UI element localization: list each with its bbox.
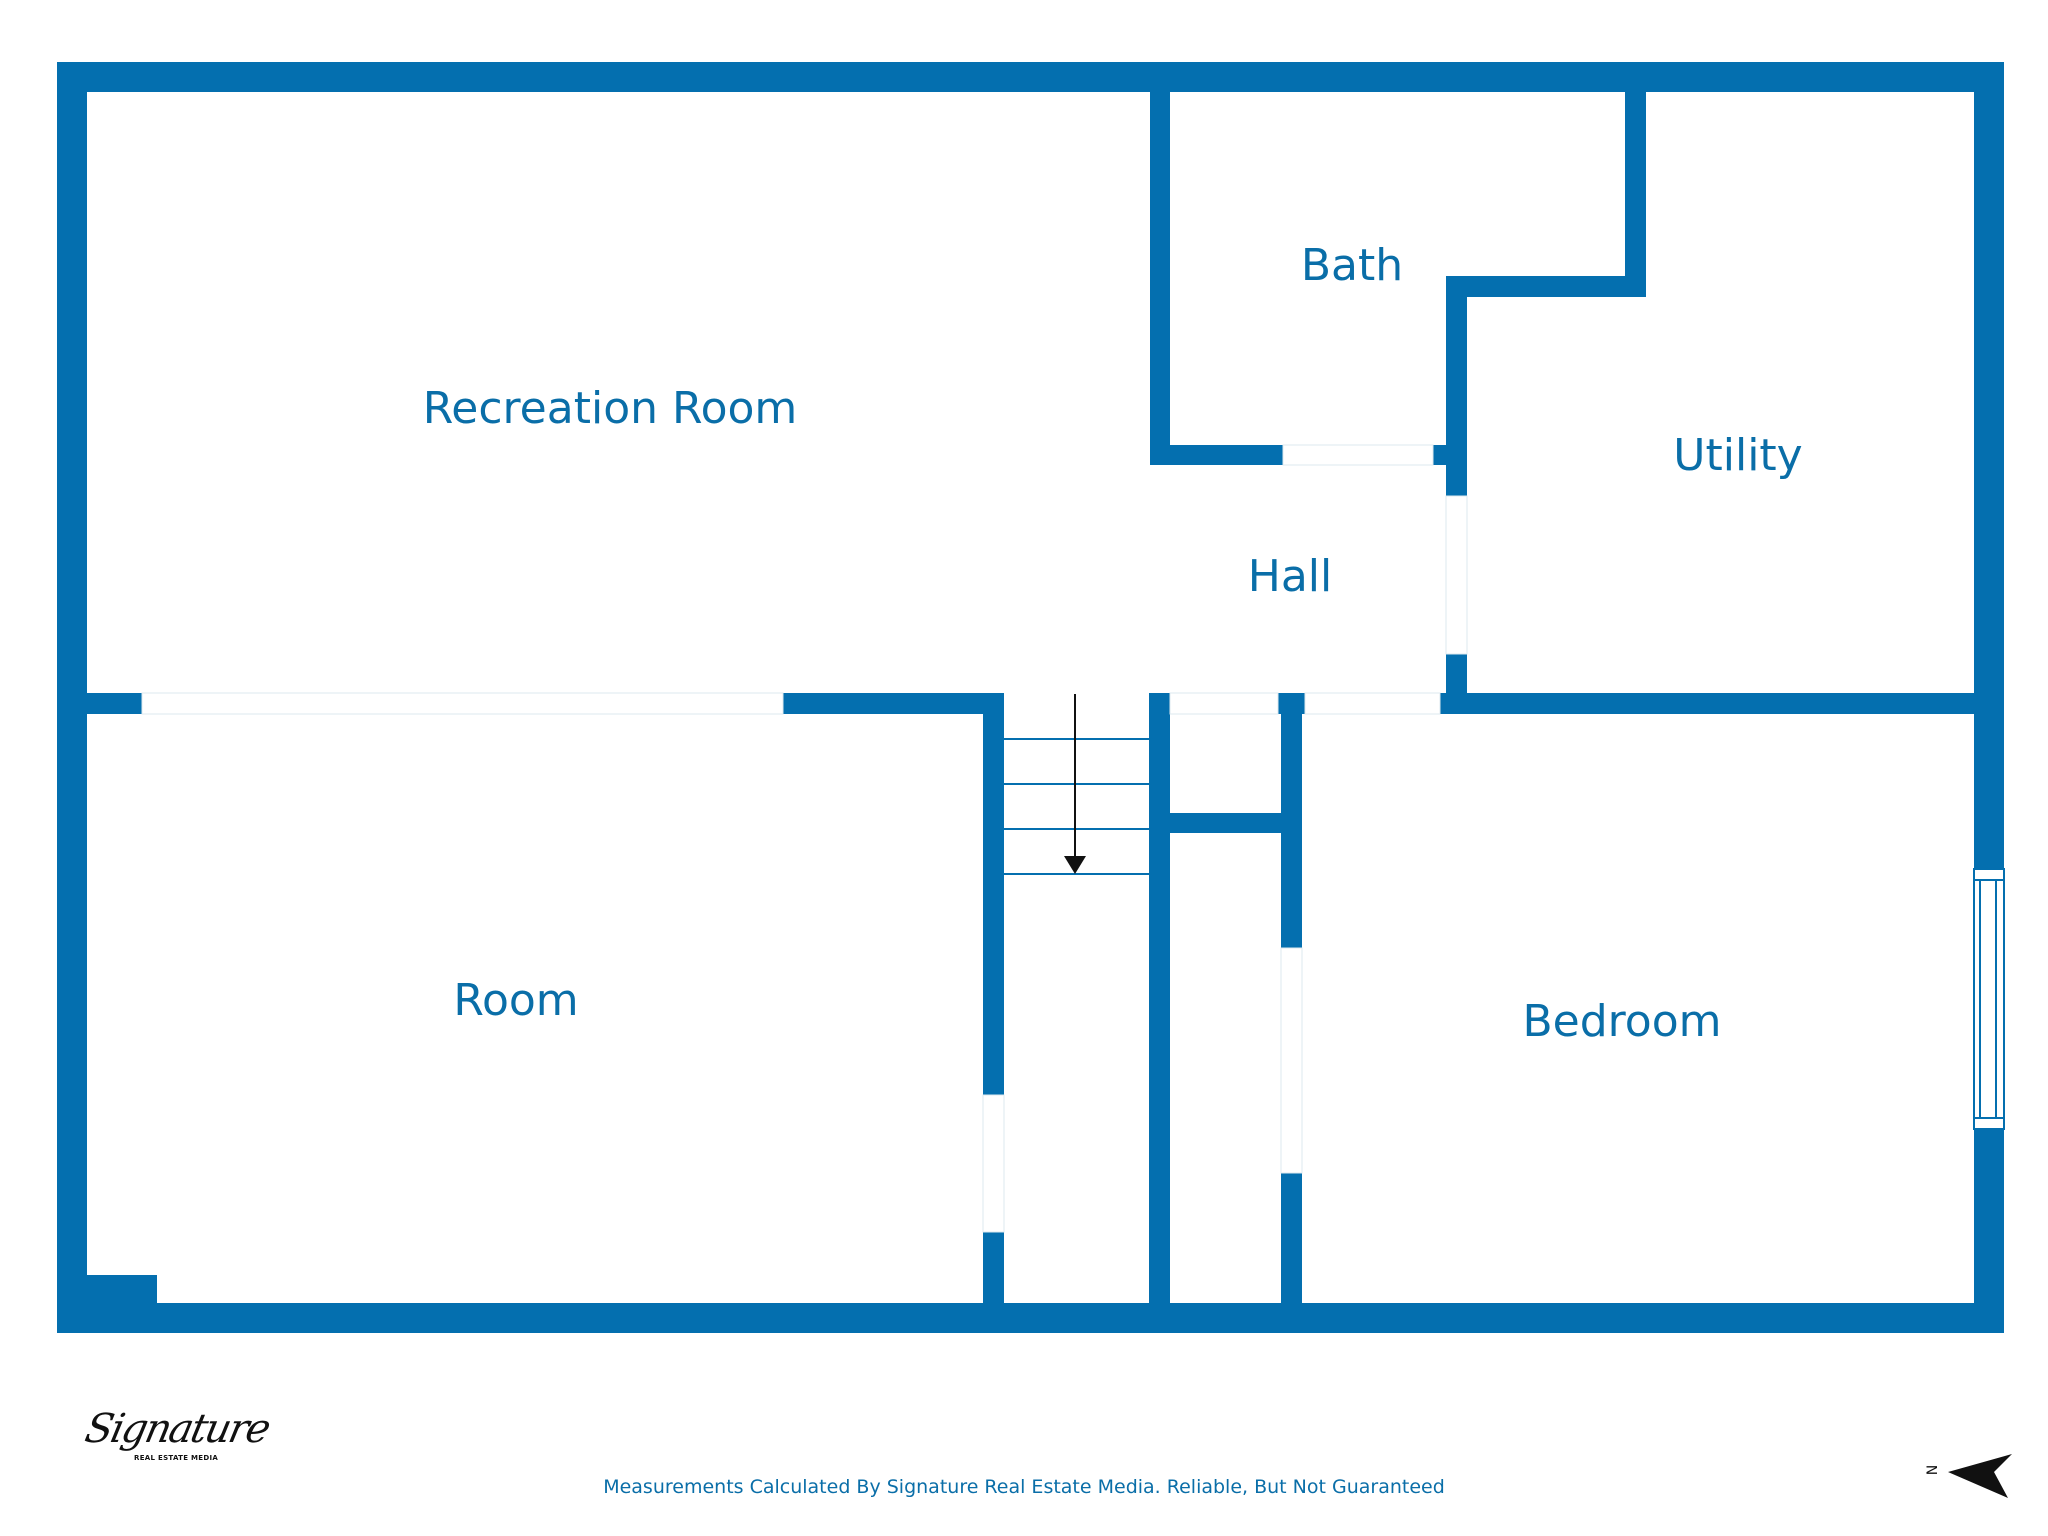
- stair-wall-left-upper: [983, 693, 1004, 1095]
- stair-wall-left-lower: [983, 1232, 1004, 1332]
- label-hall: Hall: [1248, 551, 1333, 602]
- bath-wall-bottom-left: [1150, 445, 1283, 465]
- mid-wall-center: [783, 693, 1000, 714]
- stair-direction-arrow-head: [1064, 856, 1086, 874]
- exterior-wall-right-upper: [1974, 62, 2004, 869]
- bedroom-wall-left-lower: [1281, 1173, 1302, 1333]
- label-room: Room: [453, 975, 578, 1026]
- walls: [57, 62, 2004, 1333]
- staircase: [1004, 738, 1149, 875]
- exterior-wall-bottom: [57, 1303, 2004, 1333]
- closet-wall-top: [1149, 813, 1289, 833]
- corner-block: [87, 1275, 157, 1305]
- exterior-wall-top: [57, 62, 2004, 92]
- openings: [141, 444, 1468, 1233]
- label-bath: Bath: [1301, 240, 1403, 291]
- utility-wall-left-upper: [1446, 276, 1467, 496]
- exterior-wall-right-lower: [1974, 1129, 2004, 1333]
- bath-utility-divider: [1625, 62, 1646, 297]
- label-bedroom: Bedroom: [1522, 996, 1721, 1047]
- utility-wall-step: [1446, 276, 1646, 297]
- compass-arrow-icon: [1948, 1454, 2012, 1498]
- label-utility: Utility: [1673, 430, 1802, 481]
- signature-logo: Signature REAL ESTATE MEDIA: [70, 1398, 273, 1478]
- north-compass: N: [1920, 1440, 2020, 1500]
- logo-script-text: Signature: [81, 1406, 273, 1452]
- label-recreation-room: Recreation Room: [423, 383, 798, 434]
- logo-subtitle: REAL ESTATE MEDIA: [134, 1454, 219, 1462]
- bath-wall-left: [1150, 62, 1170, 465]
- bedroom-wall-left-upper: [1281, 693, 1302, 948]
- measurement-disclaimer: Measurements Calculated By Signature Rea…: [603, 1476, 1445, 1498]
- mid-wall-right: [1440, 693, 2004, 714]
- window: [1973, 868, 2005, 1130]
- mid-wall-left: [57, 693, 142, 714]
- stair-wall-right: [1149, 693, 1170, 1333]
